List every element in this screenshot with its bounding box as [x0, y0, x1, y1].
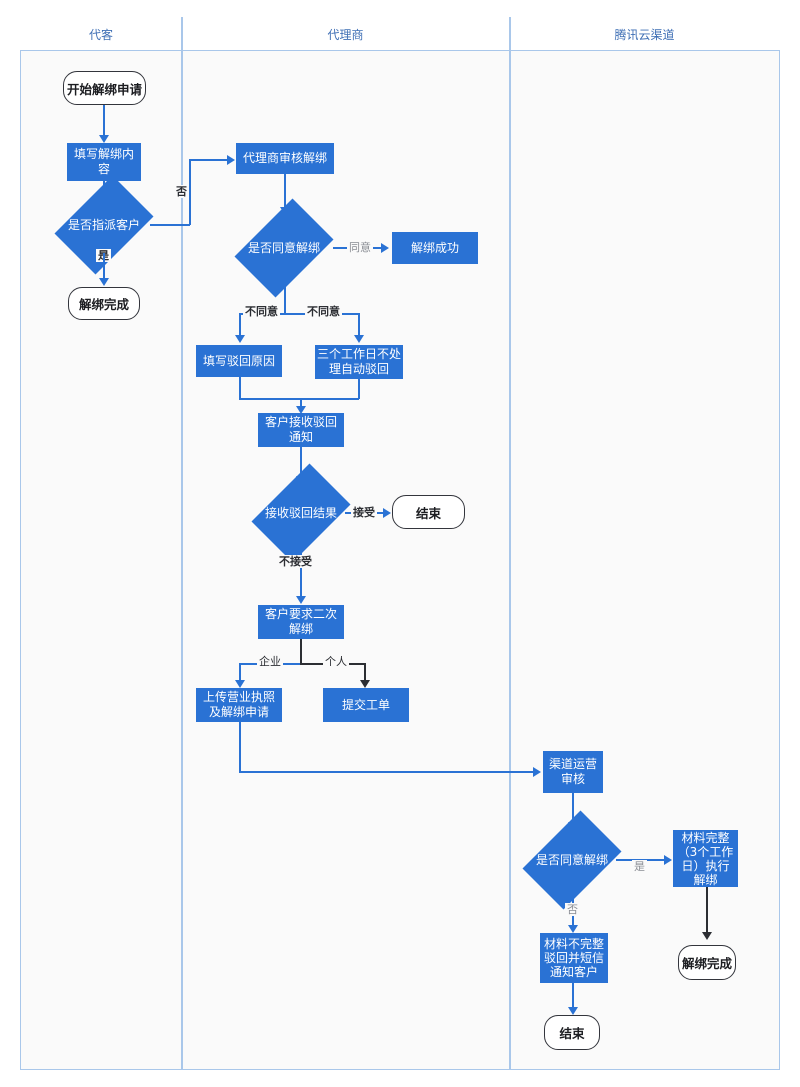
lane-divider-1: [181, 17, 183, 1070]
node-channel-review[interactable]: 渠道运营 审核: [543, 751, 603, 793]
node-material-incomplete[interactable]: 材料不完整 驳回并短信 通知客户: [540, 933, 608, 983]
edge-agent-to-agree: [284, 174, 286, 211]
node-second-unbind-request[interactable]: 客户要求二次 解绑: [258, 605, 344, 639]
edge-label-accept: 接受: [351, 506, 377, 519]
node-upload-license[interactable]: 上传营业执照 及解绑申请: [196, 688, 282, 722]
node-submit-ticket[interactable]: 提交工单: [323, 688, 409, 722]
node-assign-customer[interactable]: 是否指派客户: [54, 175, 154, 275]
edge-material-complete-down: [706, 887, 708, 935]
arrow-no-assign: [227, 155, 235, 165]
arrow-license-to-channel: [533, 767, 541, 777]
edge-split-v: [300, 639, 302, 664]
node-receive-reject-result[interactable]: 接收驳回结果: [251, 463, 351, 563]
node-customer-receive-reject[interactable]: 客户接收驳回 通知: [258, 413, 344, 447]
edge-disagree-left-v: [239, 313, 241, 338]
node-unbind-done-1[interactable]: 解绑完成: [68, 287, 140, 320]
edge-label-yes-channel: 是: [632, 860, 647, 873]
arrow-disagree-right: [354, 335, 364, 343]
edge-label-no-channel: 否: [565, 903, 580, 916]
node-start-apply[interactable]: 开始解绑申请: [63, 71, 146, 105]
node-end-1[interactable]: 结束: [392, 495, 465, 529]
edge-merge-to-notice: [239, 398, 359, 400]
arrow-start-to-fill: [99, 135, 109, 143]
lane-title-agent: 代理商: [327, 28, 364, 42]
node-unbind-success[interactable]: 解绑成功: [392, 232, 478, 264]
arrow-no-channel: [568, 925, 578, 933]
swimlane-frame: [20, 17, 780, 1070]
edge-agree-down: [284, 276, 286, 314]
arrow-disagree-left: [235, 335, 245, 343]
lane-divider-2: [509, 17, 511, 1070]
node-receive-reject-result-label: 接收驳回结果: [264, 506, 337, 520]
arrow-enterprise: [235, 680, 245, 688]
node-material-complete[interactable]: 材料完整 （3个工作 日）执行 解绑: [673, 830, 738, 887]
edge-notice-to-result: [300, 447, 302, 479]
edge-yes-channel-h: [616, 859, 666, 861]
edge-no-assign-v: [189, 159, 191, 225]
edge-label-agree: 同意: [347, 241, 373, 254]
edge-start-to-fill: [103, 105, 105, 137]
edge-enterprise-v: [239, 663, 241, 683]
edge-auto-reject-down: [358, 379, 360, 399]
lane-title-customer: 代客: [88, 28, 113, 42]
edge-reject-reason-down: [239, 377, 241, 399]
node-auto-reject[interactable]: 三个工作日不处 理自动驳回: [315, 345, 403, 379]
node-agree-unbind-2-label: 是否同意解绑: [535, 853, 608, 867]
arrow-individual: [360, 680, 370, 688]
edge-individual-v: [364, 663, 366, 683]
arrow-not-accept: [296, 596, 306, 604]
arrow-accept-to-end: [383, 508, 391, 518]
edge-label-disagree-right: 不同意: [305, 305, 342, 318]
node-agree-unbind-label: 是否同意解绑: [247, 241, 320, 255]
node-agree-unbind-2[interactable]: 是否同意解绑: [522, 810, 622, 910]
edge-license-to-channel: [239, 771, 535, 773]
lane-header-row: [20, 17, 780, 51]
edge-label-disagree-left: 不同意: [243, 305, 280, 318]
edge-not-accept-v: [300, 541, 302, 599]
edge-label-individual: 个人: [323, 655, 349, 668]
edge-label-not-accept: 不接受: [277, 555, 314, 568]
edge-no-assign-h1: [150, 224, 190, 226]
node-fill-unbind[interactable]: 填写解绑内 容: [67, 143, 141, 181]
edge-license-down: [239, 722, 241, 772]
arrow-assign-to-done: [99, 278, 109, 286]
arrow-merge-to-notice: [296, 406, 306, 414]
edge-label-enterprise: 企业: [257, 655, 283, 668]
edge-assign-to-done: [103, 253, 105, 281]
edge-channel-to-agree2: [572, 793, 574, 825]
node-unbind-done-2[interactable]: 解绑完成: [678, 945, 736, 980]
node-assign-customer-label: 是否指派客户: [67, 218, 140, 232]
edge-label-no-assign: 否: [174, 185, 189, 198]
arrow-agree-to-success: [381, 243, 389, 253]
node-agent-review[interactable]: 代理商审核解绑: [236, 143, 334, 174]
arrow-incomplete-to-end: [568, 1007, 578, 1015]
edge-merge-v: [300, 398, 302, 410]
node-end-2[interactable]: 结束: [544, 1015, 600, 1050]
edge-incomplete-to-end: [572, 983, 574, 1011]
lane-title-tencent: 腾讯云渠道: [614, 28, 675, 42]
node-fill-reject-reason[interactable]: 填写驳回原因: [196, 345, 282, 377]
edge-no-assign-h2: [189, 159, 229, 161]
node-agree-unbind[interactable]: 是否同意解绑: [234, 198, 334, 298]
arrow-yes-channel: [664, 855, 672, 865]
edge-disagree-right-v: [358, 313, 360, 338]
arrow-material-complete-down: [702, 932, 712, 940]
